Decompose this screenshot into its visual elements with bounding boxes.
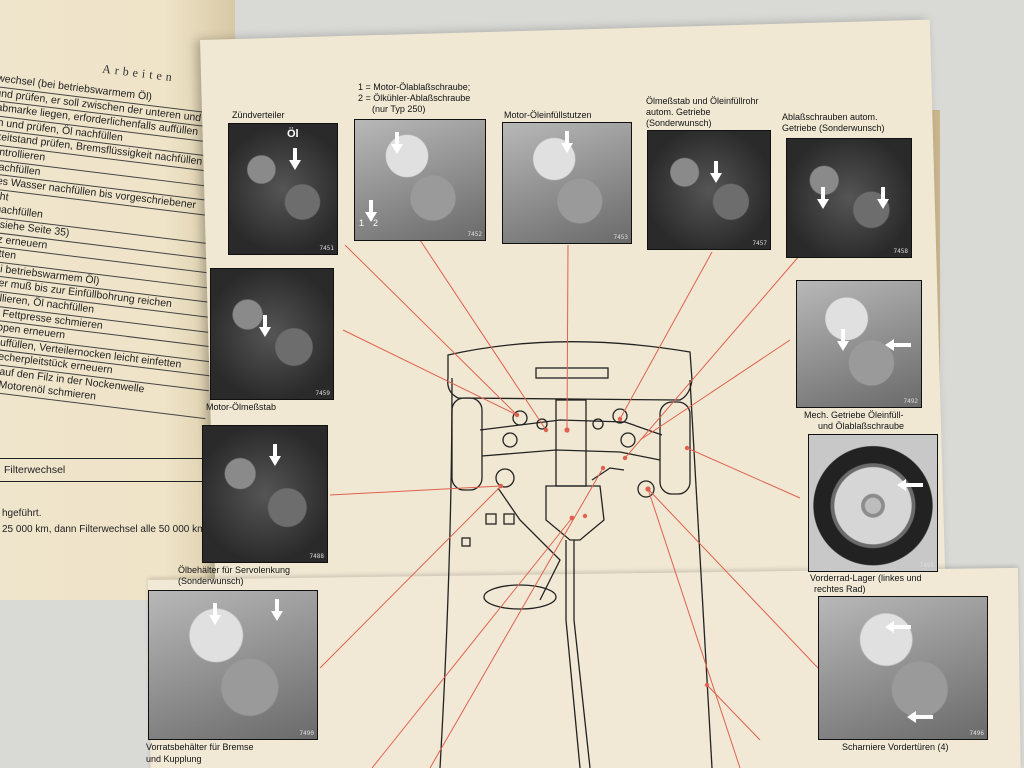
photo-code: 7458	[893, 248, 908, 255]
caption-dipstick: Motor-Ölmeßstab	[206, 402, 277, 412]
arrow-icon	[209, 603, 221, 625]
arrow-icon	[817, 187, 829, 209]
arrow-icon	[907, 711, 933, 723]
caption-door-hinges: Scharniere Vordertüren (4)	[842, 742, 949, 752]
caption-gearbox-2: und Ölablaßschraube	[818, 421, 905, 431]
photo-front-wheel: 7495	[808, 434, 938, 572]
photo-power-steering: 7488	[202, 425, 328, 563]
filter-row: Filterwechsel	[0, 458, 234, 482]
arrow-icon	[561, 131, 573, 153]
caption-auto-dipstick-2: autom. Getriebe	[646, 107, 711, 117]
arrow-icon	[365, 200, 377, 222]
caption-oil-drain-1: 1 = Motor-Ölablaßschraube;	[358, 82, 471, 92]
caption-oil-filler: Motor-Öleinfüllstutzen	[504, 110, 592, 120]
photo-code: 7495	[919, 562, 934, 569]
photo-oil-filler: 7453	[502, 122, 632, 244]
photo-code: 7451	[319, 245, 334, 252]
photo-auto-trans-drain: 7458	[786, 138, 912, 258]
arrow-icon	[897, 479, 923, 491]
caption-wheel-1: Vorderrad-Lager (linkes und	[810, 573, 922, 583]
photo-code: 7459	[315, 390, 330, 397]
caption-brake-2: und Kupplung	[146, 754, 202, 764]
arrow-icon	[289, 148, 301, 170]
caption-distributor: Zündverteiler	[232, 110, 285, 120]
photo-code: 7490	[299, 730, 314, 737]
chassis-outline	[439, 341, 713, 768]
photo-code: 7452	[467, 231, 482, 238]
caption-oil-drain-3: (nur Typ 250)	[372, 104, 426, 114]
photo-door-hinges: 7496	[818, 596, 988, 740]
photo-manual-gearbox: 7492	[796, 280, 922, 408]
photo-code: 7453	[613, 234, 628, 241]
photo-dipstick: 7459	[210, 268, 334, 400]
caption-power-steering-2: (Sonderwunsch)	[178, 576, 244, 586]
caption-power-steering-1: Ölbehälter für Servolenkung	[178, 565, 291, 575]
photo-brake-reservoir: 7490	[148, 590, 318, 740]
caption-wheel-2: rechtes Rad)	[814, 584, 866, 594]
photo-auto-trans-dipstick: 7457	[647, 130, 771, 250]
photo-distributor: Öl 7451	[228, 123, 338, 255]
leader-lines	[319, 239, 819, 768]
arrow-icon	[837, 329, 849, 351]
caption-oil-drain-2: 2 = Ölkühler-Ablaßschraube	[358, 93, 471, 103]
arrow-icon	[885, 339, 911, 351]
arrow-icon	[271, 599, 283, 621]
caption-gearbox-1: Mech. Getriebe Öleinfüll-	[804, 410, 904, 420]
photo-code: 7457	[752, 240, 767, 247]
callout-number: 2	[373, 218, 379, 228]
arrow-icon	[259, 315, 271, 337]
arrow-icon	[391, 132, 403, 154]
caption-brake-1: Vorratsbehälter für Bremse	[146, 742, 254, 752]
footnote-1: hgeführt.	[2, 508, 42, 519]
photo-code: 7496	[969, 730, 984, 737]
callout-number: 1	[359, 218, 365, 228]
caption-auto-drain-1: Ablaßschrauben autom.	[782, 112, 878, 122]
caption-auto-drain-2: Getriebe (Sonderwunsch)	[782, 123, 885, 133]
caption-auto-dipstick-3: (Sonderwunsch)	[646, 118, 712, 128]
photo-code: 7492	[903, 398, 918, 405]
left-page: Arbeiten wechsel (bei betriebswarmem Öl)…	[0, 0, 235, 600]
arrow-icon	[269, 444, 281, 466]
lube-points	[498, 412, 710, 688]
photo-oil-drain: 1 2 7452	[354, 119, 486, 241]
arrow-icon	[885, 621, 911, 633]
oil-label: Öl	[287, 128, 299, 140]
photo-code: 7488	[309, 553, 324, 560]
caption-auto-dipstick-1: Ölmeßstab und Öleinfüllrohr	[646, 96, 759, 106]
arrow-icon	[877, 187, 889, 209]
footnote-2: 25 000 km, dann Filterwechsel alle 50 00…	[2, 524, 206, 535]
arrow-icon	[710, 161, 722, 183]
